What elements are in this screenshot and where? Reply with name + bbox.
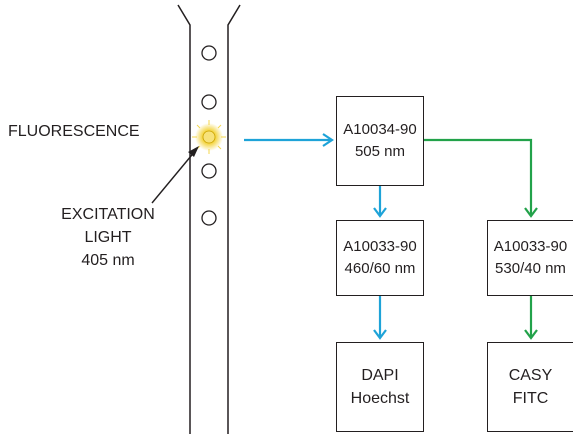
blue-path-arrow-1 [373, 186, 387, 218]
blue-path-arrow-2 [373, 296, 387, 340]
cell [201, 163, 217, 179]
channel-left-wall [177, 4, 191, 434]
dichroic-part-number: A10034-90 [343, 121, 417, 138]
blue-detector-box: DAPI Hoechst [336, 342, 424, 432]
green-detector-line2: FITC [512, 390, 549, 407]
blue-filter-spec: 460/60 nm [344, 260, 416, 277]
blue-detector-line2: Hoechst [350, 390, 410, 407]
green-path-arrow-2 [524, 296, 538, 340]
cell [201, 45, 217, 61]
dichroic-spec: 505 nm [354, 143, 406, 160]
fluorescence-arrow [244, 133, 334, 147]
channel-right-wall [227, 4, 241, 434]
excitation-label: EXCITATION LIGHT 405 nm [48, 205, 168, 271]
green-detector-box: CASY FITC [487, 342, 573, 432]
excitation-line1: EXCITATION [61, 206, 155, 223]
excitation-pointer [151, 146, 199, 204]
dichroic-mirror-box: A10034-90 505 nm [336, 96, 424, 186]
fluorescence-label: FLUORESCENCE [8, 123, 140, 140]
green-filter-box: A10033-90 530/40 nm [487, 220, 573, 296]
blue-filter-box: A10033-90 460/60 nm [336, 220, 424, 296]
flow-channel [177, 4, 241, 434]
green-filter-part-number: A10033-90 [493, 238, 568, 255]
cell [201, 210, 217, 226]
cell [201, 94, 217, 110]
green-filter-spec: 530/40 nm [495, 260, 566, 277]
cells [201, 45, 217, 226]
excitation-line3: 405 nm [81, 252, 135, 269]
green-path-arrow-1 [424, 138, 538, 218]
illuminated-cell [192, 120, 226, 154]
blue-filter-part-number: A10033-90 [343, 238, 417, 255]
excitation-line2: LIGHT [84, 229, 132, 246]
green-detector-line1: CASY [508, 367, 553, 384]
blue-detector-line1: DAPI [361, 367, 399, 384]
